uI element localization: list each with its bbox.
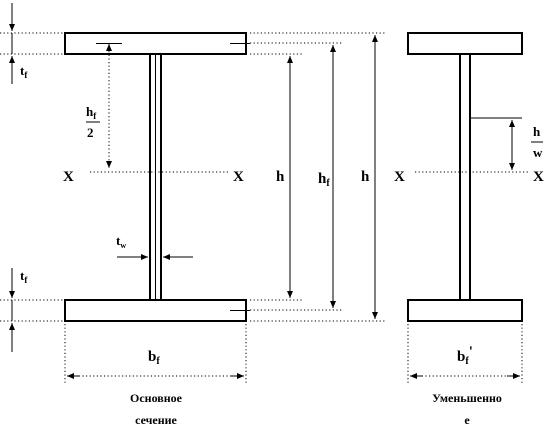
reduced-top-flange bbox=[407, 32, 523, 55]
bf-label: bf bbox=[148, 349, 160, 367]
main-x-axis-left-label: X bbox=[63, 169, 74, 185]
tf-bottom-label: tf bbox=[20, 268, 28, 285]
reduced-web bbox=[459, 53, 471, 301]
hf-half-dimension bbox=[96, 43, 122, 168]
hw-half-denominator: w bbox=[533, 145, 543, 160]
hf-half-label: hf bbox=[86, 104, 97, 121]
tf-top-label: tf bbox=[20, 63, 28, 80]
reduced-caption-line2: е bbox=[464, 413, 470, 427]
main-section bbox=[64, 32, 247, 322]
tf-top-dimension bbox=[0, 3, 65, 84]
main-bottom-flange bbox=[64, 299, 247, 322]
reduced-x-axis-right-label: X bbox=[533, 169, 544, 185]
tw-label: tw bbox=[116, 233, 126, 250]
tf-bottom-dimension bbox=[0, 268, 65, 352]
main-caption-line2: сечение bbox=[135, 413, 177, 427]
main-top-flange bbox=[64, 32, 247, 55]
reduced-section bbox=[407, 32, 523, 322]
height-extension-lines bbox=[230, 32, 385, 322]
reduced-x-axis-left-label: X bbox=[394, 169, 405, 185]
bf-prime-label: bf' bbox=[457, 344, 473, 367]
hf-half-denominator: 2 bbox=[87, 125, 94, 140]
reduced-caption-line1: Уменьшенно bbox=[432, 391, 502, 405]
main-caption-line1: Основное bbox=[130, 391, 183, 405]
h-web-label: h bbox=[276, 169, 285, 185]
bf-dimension bbox=[64, 324, 247, 383]
bf-prime-dimension bbox=[407, 324, 523, 383]
hf-label: hf bbox=[318, 171, 330, 189]
hw-half-dimension bbox=[470, 117, 522, 170]
reduced-bottom-flange bbox=[407, 299, 523, 322]
hw-half-label: h bbox=[533, 124, 541, 139]
h-overall-label: h bbox=[361, 169, 370, 185]
main-x-axis-right-label: X bbox=[233, 169, 244, 185]
